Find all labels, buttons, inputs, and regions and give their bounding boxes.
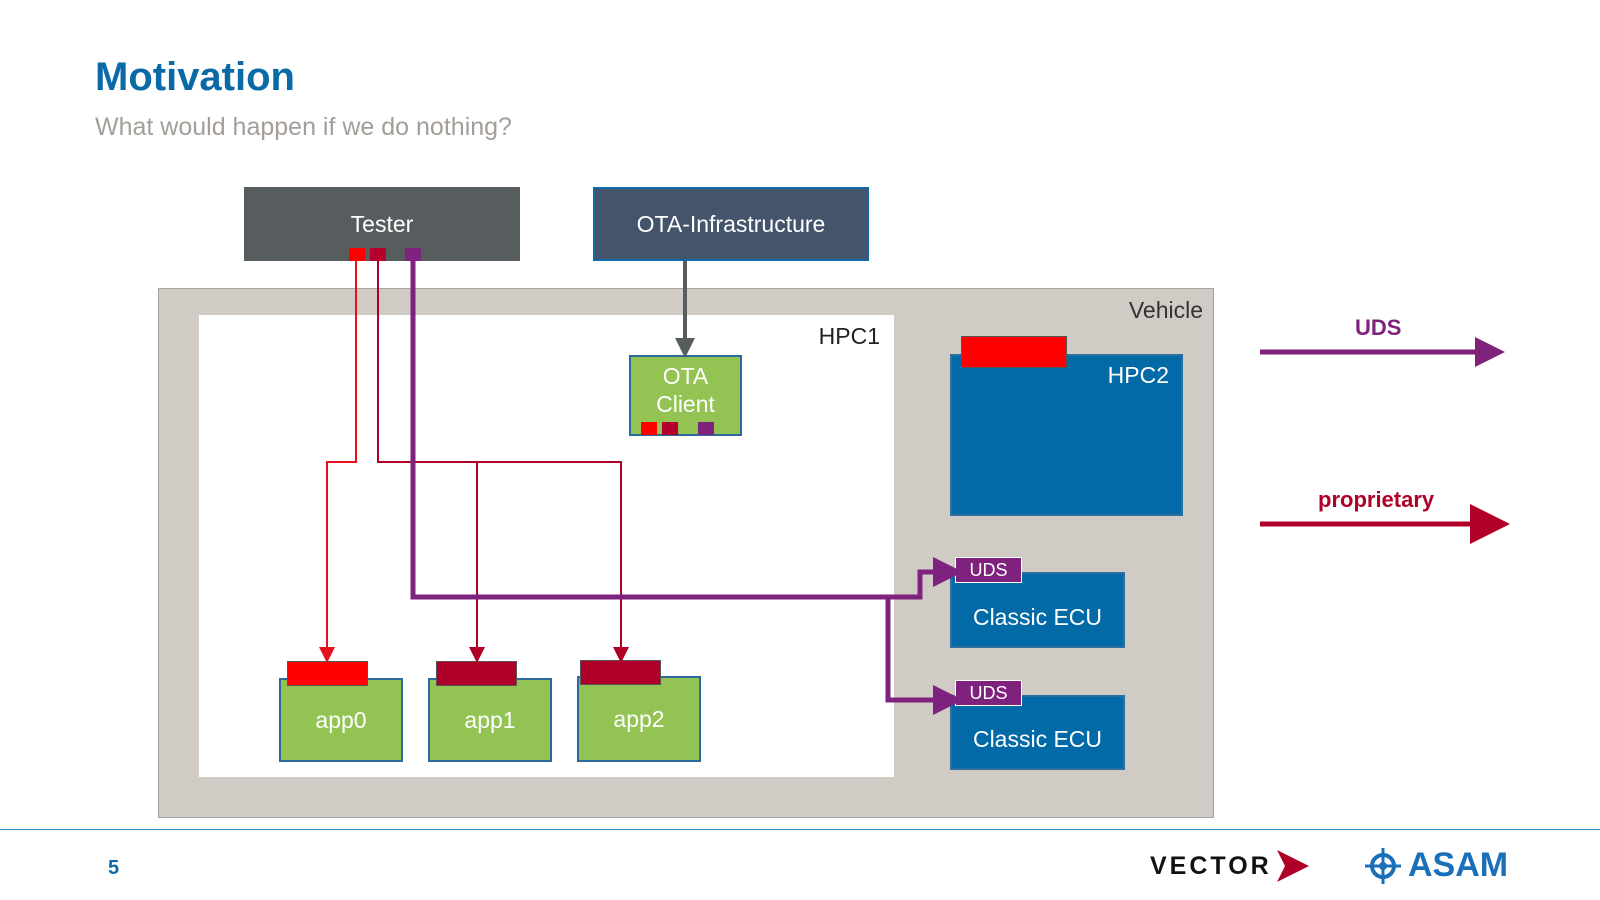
hpc2-box: HPC2 [950, 354, 1183, 516]
uds-link-ecu2 [885, 597, 963, 715]
ota-client-port-uds [698, 422, 714, 435]
ota-client-port-dark [662, 422, 678, 435]
legend-uds-label: UDS [1355, 315, 1402, 340]
classic-ecu-2: Classic ECU [950, 695, 1125, 770]
vector-logo-text: VECTOR [1150, 852, 1272, 880]
ota-infrastructure-label: OTA-Infrastructure [636, 210, 826, 237]
proprietary-link-app1 [377, 261, 485, 663]
app0-port [287, 661, 368, 686]
proprietary-link-app2 [477, 461, 629, 663]
classic-ecu-2-uds-label: UDS [969, 682, 1008, 703]
footer-divider [0, 829, 1600, 830]
ota-client-label: OTA Client [656, 362, 715, 417]
app2-port [580, 660, 661, 685]
classic-ecu-2-label: Classic ECU [972, 726, 1103, 752]
slide-subtitle: What would happen if we do nothing? [95, 113, 512, 141]
vector-chevron-icon [1277, 850, 1309, 882]
classic-ecu-1-uds-tab: UDS [955, 557, 1022, 583]
tester-port-proprietary-dark [370, 248, 386, 261]
app1-port [436, 661, 517, 686]
app0-label: app0 [315, 706, 367, 733]
classic-ecu-1-uds-label: UDS [969, 559, 1008, 580]
tester-port-proprietary-red [349, 248, 365, 261]
app2-label: app2 [613, 705, 665, 732]
hpc2-label: HPC2 [1107, 362, 1169, 388]
classic-ecu-1: Classic ECU [950, 572, 1125, 648]
app2-box: app2 [577, 676, 701, 762]
classic-ecu-1-label: Classic ECU [972, 603, 1103, 630]
uds-link-ecu1 [410, 261, 963, 600]
tester-label: Tester [350, 210, 414, 237]
page-number: 5 [108, 857, 120, 879]
ota-infrastructure-box: OTA-Infrastructure [593, 187, 869, 261]
slide-title: Motivation [95, 55, 295, 99]
asam-logo-text: ASAM [1408, 846, 1509, 884]
vector-logo: VECTOR [1150, 852, 1272, 881]
hpc2-port [961, 336, 1067, 368]
asam-emblem-icon [1365, 847, 1401, 884]
classic-ecu-2-uds-tab: UDS [955, 680, 1022, 706]
tester-port-uds [405, 248, 421, 261]
proprietary-link-app0 [319, 261, 357, 663]
hpc1-label: HPC1 [818, 323, 880, 349]
asam-logo: ASAM [1364, 846, 1508, 885]
legend-proprietary-label: proprietary [1318, 487, 1435, 512]
vehicle-label: Vehicle [1128, 297, 1203, 323]
ota-client-port-red [641, 422, 657, 435]
app1-box: app1 [428, 678, 552, 762]
app1-label: app1 [464, 706, 516, 733]
